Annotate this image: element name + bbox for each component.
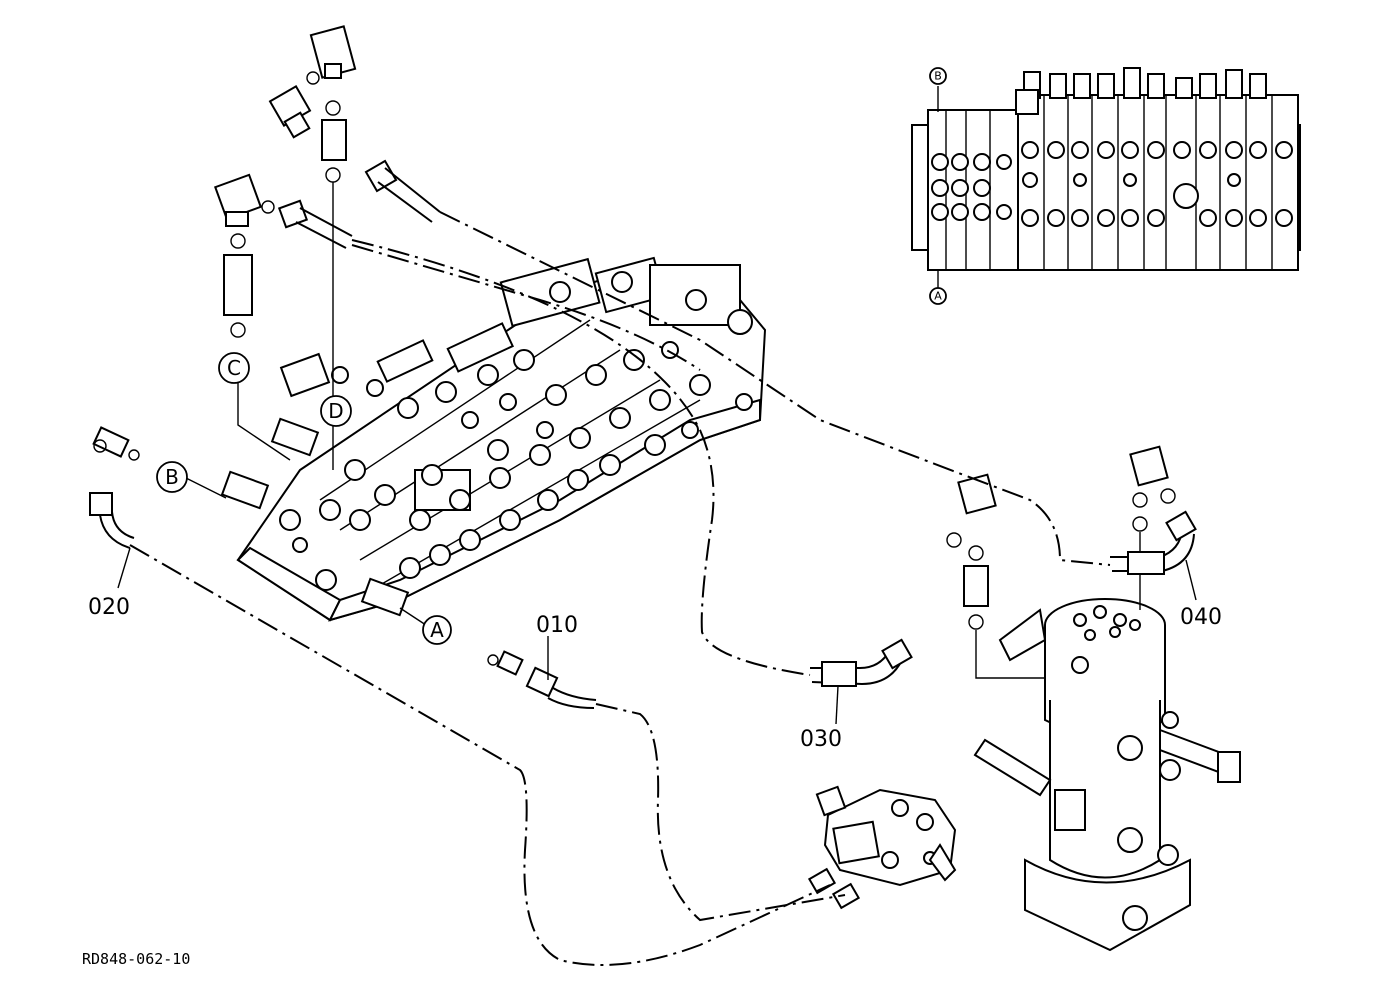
left-fittings — [89, 426, 140, 549]
inset-callout-a-label: A — [934, 290, 942, 303]
control-valve — [220, 256, 767, 622]
hose-030-end — [810, 638, 913, 687]
callout-a-label: A — [430, 618, 444, 642]
inset-callout-b-label: B — [934, 70, 942, 83]
inset-valve-view: B A — [911, 67, 1301, 305]
swivel-joint — [973, 598, 1241, 952]
callout-c: C — [218, 352, 250, 384]
callout-d-label: D — [328, 399, 343, 423]
top-fittings — [213, 25, 441, 470]
callout-a: A — [422, 615, 452, 645]
callout-d: D — [320, 395, 352, 427]
callout-b-label: B — [165, 465, 179, 489]
drawing-code: RD848-062-10 — [82, 950, 190, 968]
part-label-040: 040 — [1180, 605, 1222, 630]
hose-040-end — [1110, 510, 1197, 575]
swivel-fittings — [946, 445, 1176, 679]
part-label-010: 010 — [536, 613, 578, 638]
callout-c-label: C — [227, 356, 241, 380]
inset-callout-b — [929, 67, 947, 85]
inset-callout-a — [929, 287, 947, 305]
solenoid-valve — [807, 785, 957, 910]
callout-b: B — [156, 461, 188, 493]
part-label-030: 030 — [800, 727, 842, 752]
hose-routes — [129, 211, 1111, 966]
part-label-020: 020 — [88, 595, 130, 620]
fitting-010-end — [487, 650, 597, 709]
